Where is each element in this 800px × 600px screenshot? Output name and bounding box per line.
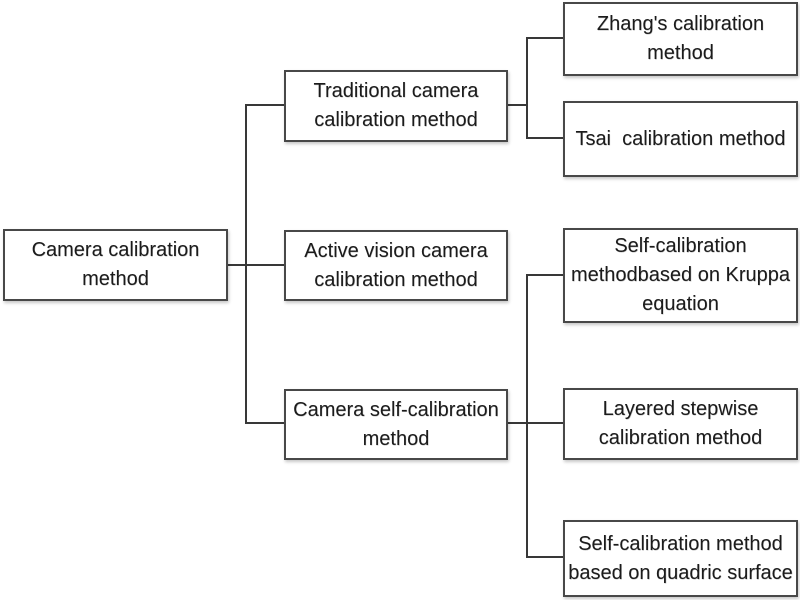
- node-camera-calibration-method-label: Camera calibration method: [31, 239, 200, 290]
- connector-traditional-branch-vertical: [526, 37, 528, 139]
- connector-branch-to-kruppa: [527, 274, 563, 276]
- connector-traditional-to-branch: [508, 104, 527, 106]
- node-traditional-camera-calibration-method-label: Traditional camera calibration method: [313, 80, 479, 131]
- connector-trunk-to-traditional: [246, 104, 284, 106]
- node-active-vision-camera-calibration-method-label: Active vision camera calibration method: [304, 239, 488, 291]
- connector-selfcalibration-to-branch: [508, 422, 527, 424]
- node-self-calibration-method-kruppa-equation: Self-calibration methodbased on Kruppa e…: [563, 228, 798, 323]
- node-camera-self-calibration-method-label: Camera self-calibration method: [293, 398, 499, 450]
- node-camera-calibration-method: Camera calibration method: [3, 229, 228, 301]
- node-active-vision-camera-calibration-method: Active vision camera calibration method: [284, 230, 508, 301]
- node-zhangs-calibration-method-label: Zhang's calibration method: [596, 13, 765, 64]
- node-zhangs-calibration-method: Zhang's calibration method: [563, 2, 798, 76]
- node-self-calibration-method-quadric-surface-label: Self-calibration method based on quadric…: [568, 532, 793, 584]
- connector-branch-to-layered: [527, 422, 563, 424]
- node-camera-self-calibration-method: Camera self-calibration method: [284, 389, 508, 460]
- node-layered-stepwise-calibration-method: Layered stepwise calibration method: [563, 388, 798, 460]
- connector-trunk-vertical: [245, 104, 247, 424]
- node-tsai-calibration-method-label: Tsai calibration method: [575, 127, 786, 150]
- node-traditional-camera-calibration-method: Traditional camera calibration method: [284, 70, 508, 142]
- node-self-calibration-method-kruppa-equation-label: Self-calibration methodbased on Kruppa e…: [570, 235, 791, 315]
- connector-branch-to-zhang: [527, 37, 563, 39]
- connector-selfcalibration-branch-vertical: [526, 274, 528, 558]
- node-layered-stepwise-calibration-method-label: Layered stepwise calibration method: [598, 398, 763, 449]
- node-tsai-calibration-method: Tsai calibration method: [563, 101, 798, 177]
- connector-trunk-to-selfcalibration: [246, 422, 284, 424]
- connector-branch-to-tsai: [527, 137, 563, 139]
- connector-root-to-trunk: [228, 264, 284, 266]
- node-self-calibration-method-quadric-surface: Self-calibration method based on quadric…: [563, 520, 798, 597]
- connector-branch-to-quadric: [527, 556, 563, 558]
